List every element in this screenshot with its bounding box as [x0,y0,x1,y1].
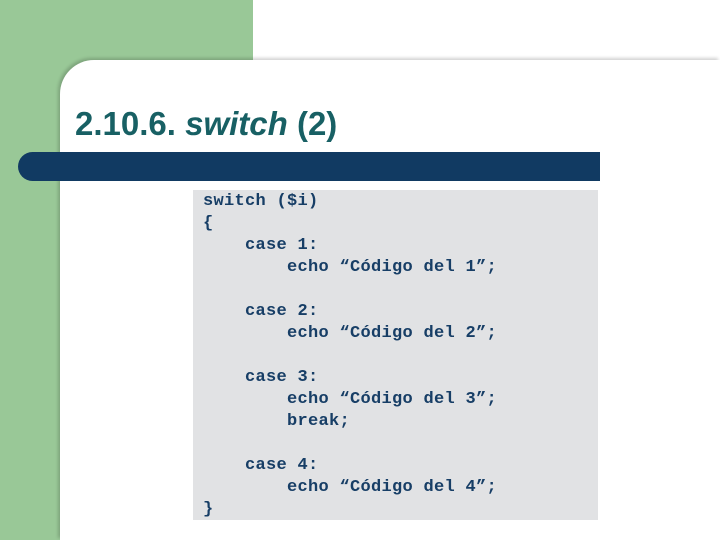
code-line: switch ($i) [203,192,319,211]
code-line: break; [203,412,351,431]
code-line: echo “Código del 2”; [203,324,498,343]
code-line: case 2: [203,302,319,321]
code-line: case 4: [203,456,319,475]
page-title: 2.10.6. switch (2) [75,103,337,145]
code-line [203,433,598,455]
code-line: echo “Código del 1”; [203,258,498,277]
code-line [203,345,598,367]
code-line: echo “Código del 3”; [203,390,498,409]
code-line: case 3: [203,368,319,387]
title-keyword: switch [185,105,288,142]
code-block: switch ($i) { case 1: echo “Código del 1… [193,190,598,520]
code-line: { [203,214,214,233]
title-underline-bar [18,152,600,181]
title-section-number: 2.10.6. [75,105,186,142]
code-line [203,279,598,301]
code-line: } [203,500,214,519]
code-line: case 1: [203,236,319,255]
code-line: echo “Código del 4”; [203,478,498,497]
title-suffix: (2) [287,105,338,142]
